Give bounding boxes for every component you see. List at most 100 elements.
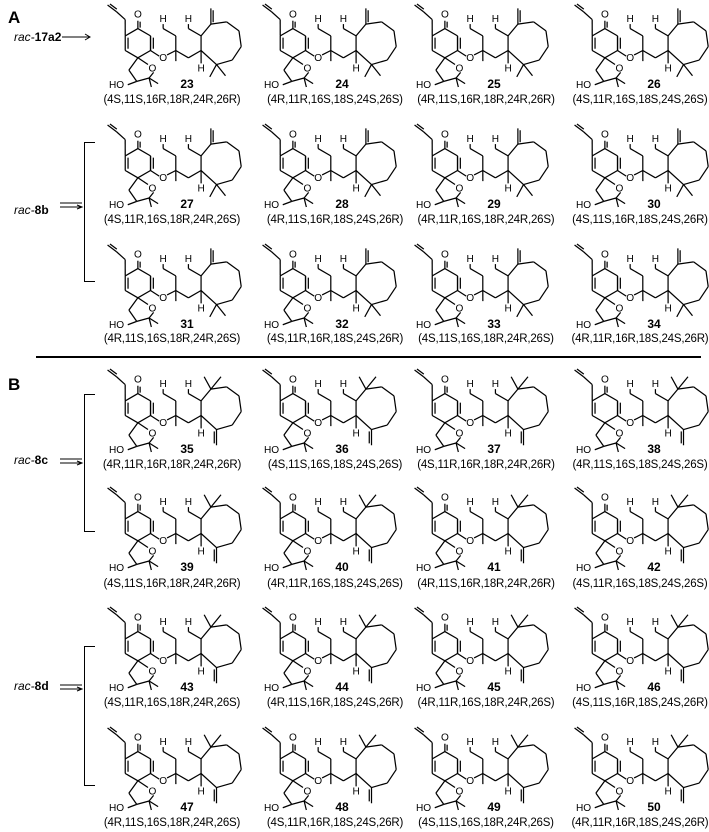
bond — [655, 631, 669, 640]
bond — [343, 169, 357, 179]
bond — [693, 624, 707, 635]
bond — [435, 309, 445, 322]
bond — [128, 552, 138, 565]
bond — [238, 513, 242, 530]
bond — [303, 72, 310, 79]
bond — [677, 744, 694, 748]
reaction-arrow-icon — [60, 684, 84, 692]
bond — [545, 30, 549, 47]
hydrogen-label: H — [504, 183, 511, 194]
bond — [655, 751, 669, 760]
double-bond — [574, 727, 584, 736]
bond — [200, 773, 217, 788]
bond — [355, 290, 372, 305]
double-bond — [576, 606, 585, 613]
bond — [200, 533, 217, 548]
bond — [455, 197, 466, 205]
bond — [292, 393, 306, 402]
bond — [279, 772, 294, 782]
bond — [283, 780, 294, 794]
bond — [321, 169, 332, 176]
hydroxyl-label: HO — [576, 803, 591, 814]
bond — [444, 28, 458, 37]
bond — [642, 169, 656, 179]
bond — [271, 11, 281, 21]
bond — [200, 143, 212, 157]
hydrogen-label: H — [340, 617, 347, 628]
bond — [457, 772, 467, 780]
bond — [705, 513, 709, 530]
bond — [595, 672, 605, 685]
bond — [283, 422, 294, 436]
bond — [355, 746, 367, 760]
bond — [482, 652, 496, 662]
bond — [473, 414, 484, 421]
bond — [455, 437, 462, 444]
bond — [517, 141, 534, 145]
bond — [355, 170, 372, 185]
bond — [137, 660, 149, 669]
hydroxyl-label: HO — [416, 445, 431, 456]
hydrogen-label: H — [627, 254, 634, 265]
hydroxyl-label: HO — [416, 80, 431, 91]
bond — [435, 660, 446, 674]
bond — [633, 652, 644, 659]
carbonyl-oxygen-label: O — [601, 612, 609, 623]
hydrogen-label: H — [467, 134, 474, 145]
bond — [693, 504, 707, 515]
bond — [188, 148, 202, 157]
bond — [303, 680, 307, 691]
carbonyl-oxygen-label: O — [441, 492, 449, 503]
starting-material-prefix: rac- — [14, 203, 35, 217]
bond — [435, 434, 445, 447]
bond — [137, 289, 151, 299]
bracket — [84, 646, 95, 786]
bond — [507, 506, 519, 520]
bond — [655, 148, 669, 157]
hydrogen-label: H — [160, 497, 167, 508]
hydrogen-label: H — [467, 737, 474, 748]
bond — [545, 513, 549, 530]
stereo-configuration: (4S,11R,16S,18S,24S,26S) — [572, 578, 708, 590]
hydrogen-label: H — [197, 303, 204, 314]
bond — [303, 197, 314, 205]
stereo-configuration: (4S,11S,16R,18S,24S,26R) — [572, 214, 708, 226]
bond — [386, 286, 397, 301]
bond — [705, 753, 709, 770]
bond — [358, 734, 367, 748]
compound-number: 26 — [647, 77, 661, 91]
bond — [283, 660, 294, 674]
bond — [393, 753, 397, 770]
bond — [148, 437, 155, 444]
hydroxyl-label: HO — [576, 445, 591, 456]
hydrogen-label: H — [352, 666, 359, 677]
bond — [683, 782, 700, 789]
bond — [583, 11, 593, 21]
bond — [279, 289, 294, 299]
arrow-head — [76, 204, 84, 210]
bond — [629, 751, 644, 760]
bond — [355, 626, 367, 640]
stereo-configuration: (4S,11S,16S,18R,24R,26S) — [418, 817, 554, 829]
bond — [457, 532, 467, 540]
hydrogen-label: H — [627, 14, 634, 25]
bond — [435, 189, 445, 202]
bond — [238, 270, 242, 287]
bond — [523, 184, 533, 197]
bond — [305, 772, 315, 780]
bond — [455, 192, 462, 199]
bond — [583, 494, 593, 504]
bond — [162, 268, 177, 277]
bond — [305, 169, 315, 177]
bond — [291, 442, 305, 447]
bond — [510, 494, 519, 508]
bond — [455, 72, 462, 79]
bond — [670, 734, 679, 748]
